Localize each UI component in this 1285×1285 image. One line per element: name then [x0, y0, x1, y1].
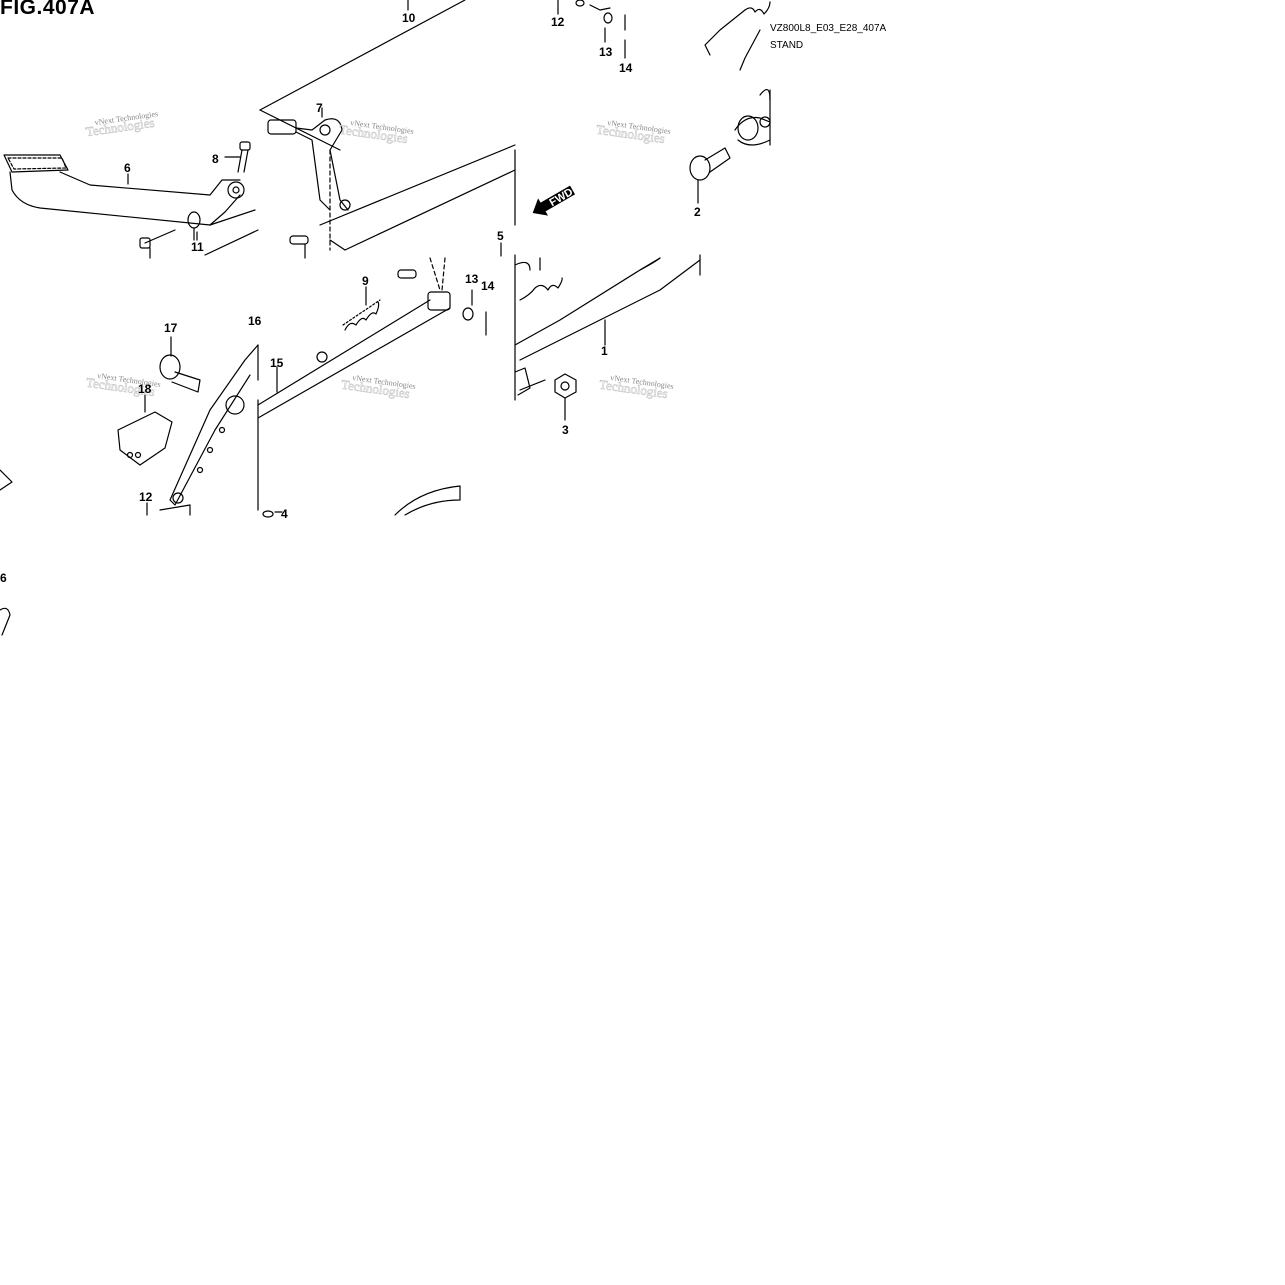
figure-code: VZ800L8_E03_E28_407A — [770, 23, 887, 34]
callout-8: 8 — [212, 152, 219, 166]
callout-16: 16 — [248, 314, 262, 328]
rod-15-part — [257, 299, 451, 419]
top-washer-part — [557, 0, 626, 59]
bolt-17-part — [159, 336, 201, 393]
part-4 — [262, 485, 461, 518]
callout-15: 15 — [270, 356, 284, 370]
callout-1: 1 — [601, 344, 608, 358]
part-12-lower — [146, 502, 191, 516]
callout-9: 9 — [362, 274, 369, 288]
callout-3: 3 — [562, 423, 569, 437]
clevis-part — [397, 257, 487, 336]
brake-pedal-part — [3, 154, 256, 226]
callout-10-top: 10 — [402, 11, 416, 25]
fwd-direction-arrow: FWD — [532, 185, 576, 216]
callout-7: 7 — [316, 101, 323, 115]
callout-18: 18 — [138, 382, 152, 396]
callout-14-mid: 14 — [481, 279, 495, 293]
callout-5: 5 — [497, 229, 504, 243]
callout-2: 2 — [694, 205, 701, 219]
frame-tube — [319, 144, 516, 251]
callout-11: 11 — [191, 240, 204, 254]
callout-6: 6 — [124, 161, 131, 175]
callout-numbers: 10 12 13 14 7 8 6 11 2 5 9 13 14 1 17 16… — [0, 11, 701, 585]
part-6-lower — [0, 469, 13, 636]
figure-subtitle: STAND — [770, 40, 804, 51]
callout-leaders — [127, 0, 409, 259]
callout-13-mid: 13 — [465, 272, 479, 286]
spring-9-part — [342, 286, 381, 331]
rubber-18-part — [117, 394, 173, 466]
watermarks: Technologies vNext Technologies Technolo… — [85, 109, 675, 401]
callout-12-top: 12 — [551, 15, 565, 29]
pin-part — [289, 235, 309, 259]
callout-6-lower: 6 — [0, 571, 7, 585]
callout-13-top: 13 — [599, 45, 613, 59]
callout-17: 17 — [164, 321, 178, 335]
bolt-11-part — [139, 211, 201, 249]
assembly-guide-lines — [204, 0, 771, 511]
spring-5-part — [500, 242, 563, 301]
bolt-2-part — [689, 147, 731, 204]
bolt-8-part — [224, 141, 251, 173]
figure-title: FIG.407A — [0, 0, 96, 19]
arm-16-part — [169, 344, 259, 506]
callout-4: 4 — [281, 507, 288, 521]
fwd-label: FWD — [548, 186, 576, 209]
lever-7-part — [267, 107, 351, 251]
stand-spring-part — [704, 1, 771, 71]
callout-14-top: 14 — [619, 61, 633, 75]
nut-3-part — [554, 373, 577, 421]
callout-12-lower: 12 — [139, 490, 153, 504]
side-stand-1-part — [514, 257, 701, 396]
bracket-part — [734, 89, 771, 146]
